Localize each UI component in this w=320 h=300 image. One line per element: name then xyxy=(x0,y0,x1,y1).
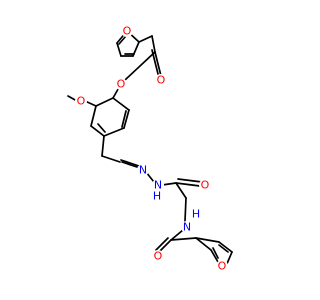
bond-line xyxy=(121,161,141,169)
bond-line xyxy=(218,241,233,253)
atom-hydrazide-hydrogen: H xyxy=(153,190,161,203)
svg-text:N: N xyxy=(183,221,191,234)
svg-text:O: O xyxy=(154,250,163,263)
svg-text:O: O xyxy=(157,74,166,87)
molecule-structure-diagram: O O O O N N H O N H O O xyxy=(67,25,233,273)
svg-text:O: O xyxy=(77,95,86,108)
bond-line xyxy=(175,182,187,199)
bond-line xyxy=(212,247,219,259)
bond-line xyxy=(112,97,130,111)
bond-lines xyxy=(67,30,233,267)
bond-line xyxy=(101,135,105,157)
svg-text:O: O xyxy=(201,179,210,192)
bond-line xyxy=(138,35,153,43)
svg-text:N: N xyxy=(139,164,147,177)
bond-line xyxy=(158,239,172,253)
bond-line xyxy=(124,51,156,81)
atom-amide-hydrogen: H xyxy=(192,208,200,221)
bond-line xyxy=(218,244,229,253)
bond-line xyxy=(155,237,169,251)
bond-line xyxy=(116,42,122,57)
svg-text:O: O xyxy=(117,78,126,91)
bond-line xyxy=(101,155,121,163)
bond-line xyxy=(195,237,212,251)
bond-line xyxy=(90,105,97,127)
bond-line xyxy=(90,125,105,137)
atom-labels: O O O O N N H O N H O O xyxy=(75,25,228,273)
bond-line xyxy=(97,123,106,133)
svg-text:N: N xyxy=(154,179,162,192)
bond-line xyxy=(184,197,187,222)
atom-amide-oxygen-top: O xyxy=(199,179,211,192)
atom-hydrazide-nitrogen: N xyxy=(152,179,164,192)
bond-line xyxy=(123,109,130,129)
atom-amide-oxygen-bottom: O xyxy=(152,250,164,263)
bond-line xyxy=(195,237,220,243)
bond-line xyxy=(170,229,184,241)
svg-text:H: H xyxy=(192,208,200,221)
bond-line xyxy=(177,178,203,183)
bond-line xyxy=(120,159,140,167)
svg-text:H: H xyxy=(153,190,161,203)
bond-line xyxy=(210,249,219,263)
atom-hydrazone-nitrogen: N xyxy=(137,164,149,177)
bond-line xyxy=(103,127,125,137)
bond-line xyxy=(151,35,156,53)
bond-line xyxy=(175,182,201,187)
svg-text:O: O xyxy=(218,260,227,273)
bond-line xyxy=(170,237,197,241)
atom-ester-oxygen-link: O xyxy=(115,78,127,91)
bond-line xyxy=(161,182,177,186)
atom-ester-carbonyl-oxygen: O xyxy=(155,74,167,87)
bond-line xyxy=(121,110,127,128)
atom-methoxy-oxygen: O xyxy=(75,95,87,108)
atom-furan-bottom-oxygen: O xyxy=(216,260,228,273)
atom-amide-nitrogen: N xyxy=(181,221,193,234)
atom-furan-top-oxygen: O xyxy=(121,25,133,38)
bond-line xyxy=(154,51,162,77)
bond-line xyxy=(95,97,114,107)
svg-text:O: O xyxy=(123,25,132,38)
bond-line xyxy=(118,35,127,45)
